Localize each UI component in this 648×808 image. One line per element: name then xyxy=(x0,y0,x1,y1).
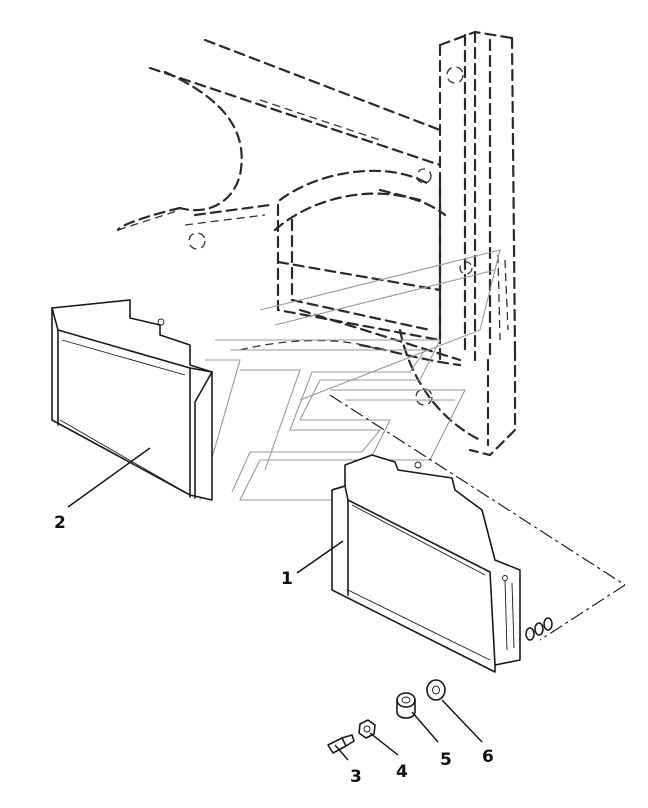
callout-3: 3 xyxy=(350,767,362,787)
watermark-mark xyxy=(199,249,501,501)
washer-stack xyxy=(525,617,553,641)
part-1-cover-plate xyxy=(331,454,521,673)
callout-6: 6 xyxy=(482,747,494,767)
vertical-channel xyxy=(438,30,517,457)
callout-4: 4 xyxy=(396,762,408,782)
leader-lines xyxy=(67,447,483,761)
part-2-cover-plate xyxy=(51,299,213,501)
part-4-nut xyxy=(358,719,376,739)
fastener-axis xyxy=(329,394,626,641)
callout-1: 1 xyxy=(281,569,293,589)
part-6-washer xyxy=(426,679,446,701)
part-5-spacer xyxy=(396,692,416,719)
callout-2: 2 xyxy=(54,513,66,533)
part-3-bolt xyxy=(327,734,355,754)
callout-5: 5 xyxy=(440,750,452,770)
frame-phantom-lines xyxy=(116,38,482,442)
